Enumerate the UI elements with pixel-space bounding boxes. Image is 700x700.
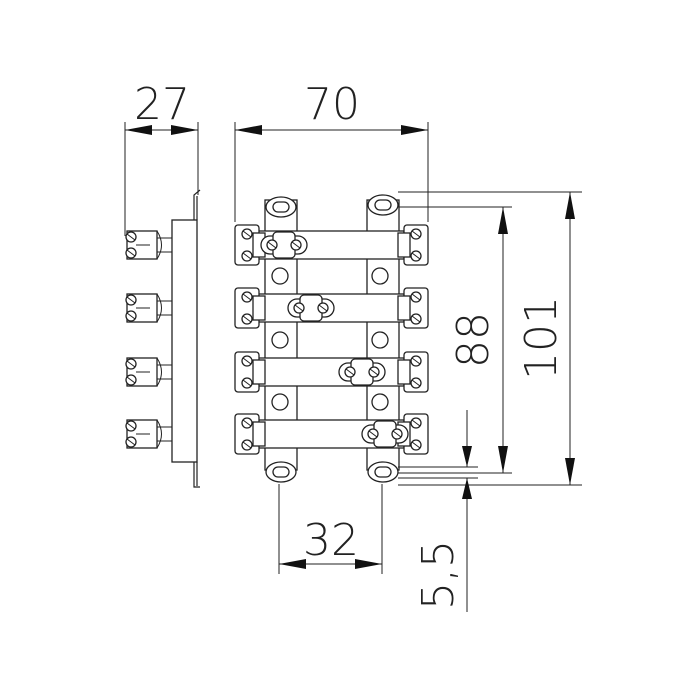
dim-101-arrow-top [565,192,575,219]
screw-head [391,428,403,440]
side-terminal [125,357,172,387]
dim-101-label: 101 [516,296,567,380]
screw-head [410,291,422,303]
screw-head [410,313,422,325]
screw-head [410,250,422,262]
terminal-block-right [397,287,429,329]
rail-hole [371,331,389,349]
dim-88-arrow-bottom [498,446,508,473]
side-terminal [125,419,172,449]
screw-head [241,355,253,367]
dim-70-arrow-right [401,125,428,135]
screw-head [125,358,137,370]
side-terminal [125,230,172,260]
screw-head [410,355,422,367]
front-view: 70 32 101 88 5,5 [234,79,582,612]
screw-head [368,366,380,378]
screw-head [410,439,422,451]
screw-head [266,239,278,251]
screw-head [410,417,422,429]
clamp-connector [260,231,308,259]
mount-hole-top-right [367,194,399,216]
rail-hole [271,331,289,349]
screw-head [410,228,422,240]
terminal-block-left [234,413,266,455]
mount-hole-top-left [265,196,297,218]
dim-32-arrow-right [355,559,382,569]
screw-head [241,439,253,451]
rail-hole [271,393,289,411]
side-plate-bottom-tab [193,462,200,488]
screw-head [125,310,137,322]
busbar-row [234,413,429,455]
screw-head [241,313,253,325]
busbar-row [234,224,429,266]
clamp-connector [361,420,409,448]
dim-5-5-arrow-bottom [462,478,472,499]
screw-head [344,366,356,378]
dim-5-5-arrow-top [462,446,472,467]
clamp-connector [287,294,335,322]
busbars [234,224,429,455]
dim-70-arrow-left [235,125,262,135]
terminal-block-right [397,351,429,393]
dim-88-arrow-top [498,207,508,234]
screw-head [241,250,253,262]
side-plate-top-tab [193,189,201,220]
dim-88-label: 88 [448,312,499,368]
side-terminal [125,293,172,323]
mount-hole-bottom-right [367,461,399,483]
side-terminals [125,230,172,449]
rail-hole [271,267,289,285]
dim-27-arrow-left [125,125,152,135]
busbar-row [234,351,429,393]
dim-5-5-label: 5,5 [413,540,464,610]
screw-head [125,420,137,432]
terminal-block-left [234,287,266,329]
busbar-row [234,287,429,329]
rail-holes [271,267,389,411]
clamp-connector [338,358,386,386]
screw-head [125,436,137,448]
screw-head [125,231,137,243]
screw-head [290,239,302,251]
dim-32-label: 32 [303,515,359,566]
terminal-block-left [234,351,266,393]
screw-head [241,228,253,240]
rail-hole [371,267,389,285]
dim-32-arrow-left [279,559,306,569]
screw-head [241,291,253,303]
dim-70-label: 70 [304,79,360,130]
screw-head [410,377,422,389]
screw-head [125,294,137,306]
screw-head [317,302,329,314]
screw-head [367,428,379,440]
screw-head [125,374,137,386]
screw-head [293,302,305,314]
dim-27-label: 27 [134,79,190,130]
mount-hole-bottom-left [265,461,297,483]
screw-head [241,377,253,389]
side-plate [171,219,198,463]
rail-hole [371,393,389,411]
side-view: 27 [124,79,201,488]
dim-27-arrow-right [171,125,198,135]
screw-head [241,417,253,429]
screw-head [125,247,137,259]
dim-101-arrow-bottom [565,458,575,485]
terminal-block-left [234,224,266,266]
terminal-block-right [397,224,429,266]
